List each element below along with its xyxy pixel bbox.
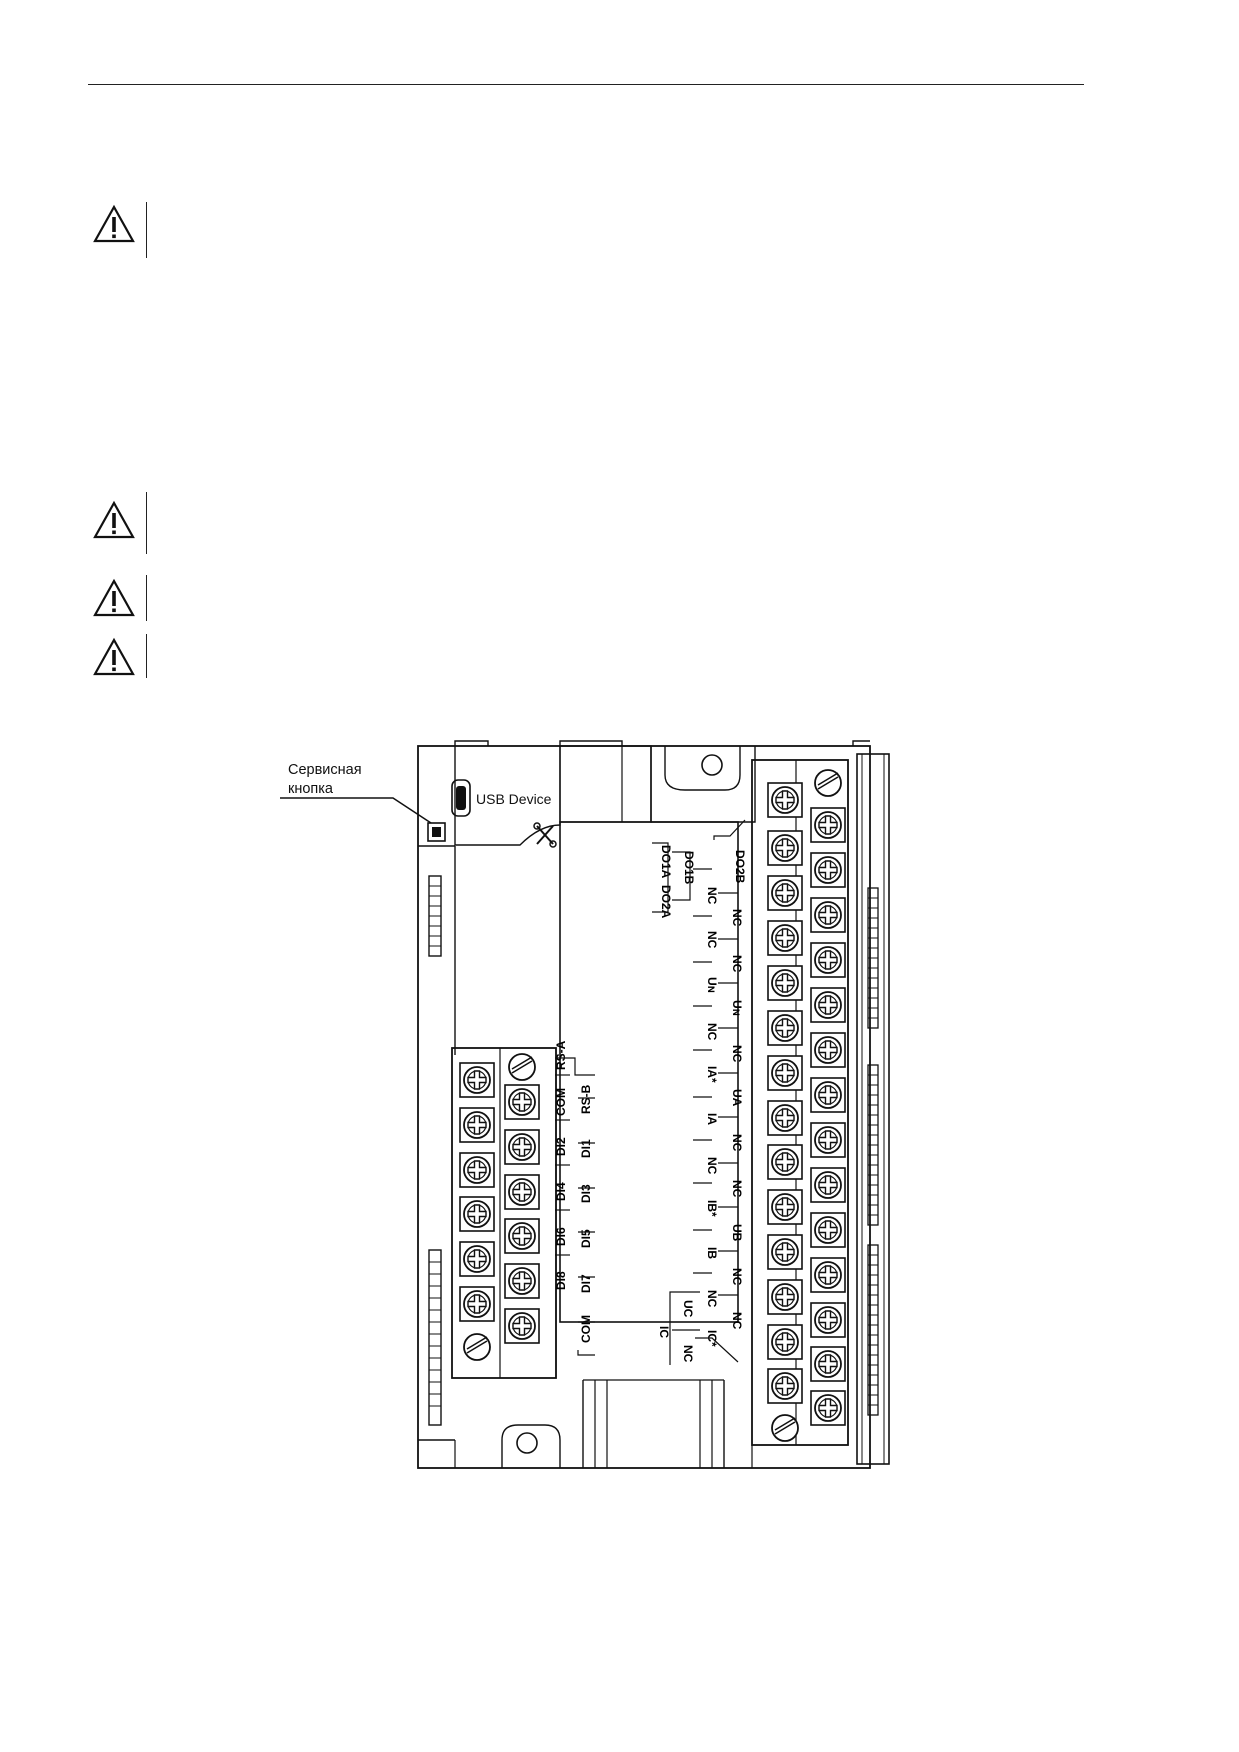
terminal-label-nc-bottom: NC	[681, 1345, 695, 1363]
inner-terminal-label: IB*	[705, 1200, 719, 1217]
left-terminal-label: DI1	[579, 1139, 593, 1158]
left-terminal-label: DI7	[579, 1274, 593, 1293]
outer-terminal-label: NC	[730, 1045, 744, 1063]
outer-terminal-label: Uɴ	[730, 1000, 744, 1016]
inner-terminal-label: IA*	[705, 1066, 719, 1083]
outer-terminal-label: NC	[730, 1312, 744, 1330]
inner-terminal-label: NC	[705, 1157, 719, 1175]
terminal-label-ic: IC	[657, 1326, 671, 1338]
terminal-label-do1a: DO1A	[659, 845, 673, 879]
inner-terminal-label: Uɴ	[705, 977, 719, 993]
warning-divider	[146, 202, 147, 258]
inner-terminal-label: NC	[705, 931, 719, 949]
outer-terminal-label: NC	[730, 909, 744, 927]
left-label-separators	[555, 1074, 595, 1323]
usb-port-inner	[456, 786, 466, 810]
mounting-hole-bottom	[516, 1432, 538, 1454]
outer-terminal-label: UA	[730, 1089, 744, 1107]
outer-terminal-label: UB	[730, 1224, 744, 1242]
terminal-label-do1b: DO1B	[682, 851, 696, 885]
left-terminal-label: COM	[579, 1315, 593, 1343]
terminal-label-do2a: DO2A	[659, 885, 673, 919]
service-button-label-line2: кнопка	[288, 781, 334, 797]
left-terminal-label: DI2	[554, 1137, 568, 1156]
terminal-label-do2b: DO2B	[733, 850, 747, 884]
inner-terminal-label: NC	[705, 1290, 719, 1308]
left-terminal-label: RS-A	[554, 1040, 568, 1070]
left-terminal-label: DI4	[554, 1182, 568, 1201]
warning-divider	[146, 634, 147, 678]
warning-icon	[93, 578, 135, 617]
label-panel	[559, 821, 739, 1323]
warning-divider	[146, 575, 147, 621]
warning-divider	[146, 492, 147, 554]
do-labels: DO1A DO2A DO1B DO2B	[659, 845, 747, 919]
outer-label-separators	[718, 892, 738, 1296]
tools-icon	[533, 822, 557, 848]
inner-label-separators	[693, 868, 712, 1274]
left-terminal-label: DI8	[554, 1271, 568, 1290]
outer-terminal-label: NC	[730, 1268, 744, 1286]
usb-port-icon	[451, 779, 471, 817]
mounting-hole-top	[701, 754, 723, 776]
left-vent-top	[428, 875, 442, 957]
right-terminal-block	[751, 759, 849, 1446]
left-terminal-label: RS-B	[579, 1084, 593, 1114]
warning-icon	[93, 204, 135, 243]
service-button-leader-line	[280, 797, 432, 824]
left-vent-bottom	[428, 1249, 442, 1426]
outer-terminal-labels: NC NC Uɴ NC UA NC NC UB NC NC	[730, 909, 744, 1330]
left-block-labels-col2: RS-B DI1 DI3 DI5 DI7 COM	[579, 1084, 593, 1343]
left-block-labels-col1: RS-A COM DI2 DI4 DI6 DI8	[554, 1040, 568, 1290]
usb-device-label: USB Device	[476, 791, 552, 807]
left-terminal-label: DI5	[579, 1229, 593, 1248]
device-front-panel-diagram: USB Device Сервисная кнопка DO1A DO2A DO…	[280, 740, 890, 1469]
left-terminal-label: COM	[554, 1088, 568, 1116]
header-rule	[88, 84, 1084, 85]
inner-terminal-label: NC	[705, 1023, 719, 1041]
inner-terminal-labels: NC NC Uɴ NC IA* IA NC IB* IB NC IC*	[705, 887, 719, 1347]
outer-terminal-label: NC	[730, 1180, 744, 1198]
warning-icon	[93, 500, 135, 539]
left-terminal-label: DI6	[554, 1227, 568, 1246]
inner-terminal-label: IB	[705, 1247, 719, 1259]
service-button-label-line1: Сервисная	[288, 762, 362, 778]
terminal-label-uc: UC	[681, 1300, 695, 1318]
bottom-phase-labels: UC IC NC	[657, 1300, 695, 1363]
outer-terminal-label: NC	[730, 955, 744, 973]
inner-terminal-label: NC	[705, 887, 719, 905]
outer-terminal-label: NC	[730, 1134, 744, 1152]
warning-icon	[93, 637, 135, 676]
right-side-rail	[856, 753, 890, 1465]
left-terminal-label: DI3	[579, 1184, 593, 1203]
inner-terminal-label: IA	[705, 1113, 719, 1125]
